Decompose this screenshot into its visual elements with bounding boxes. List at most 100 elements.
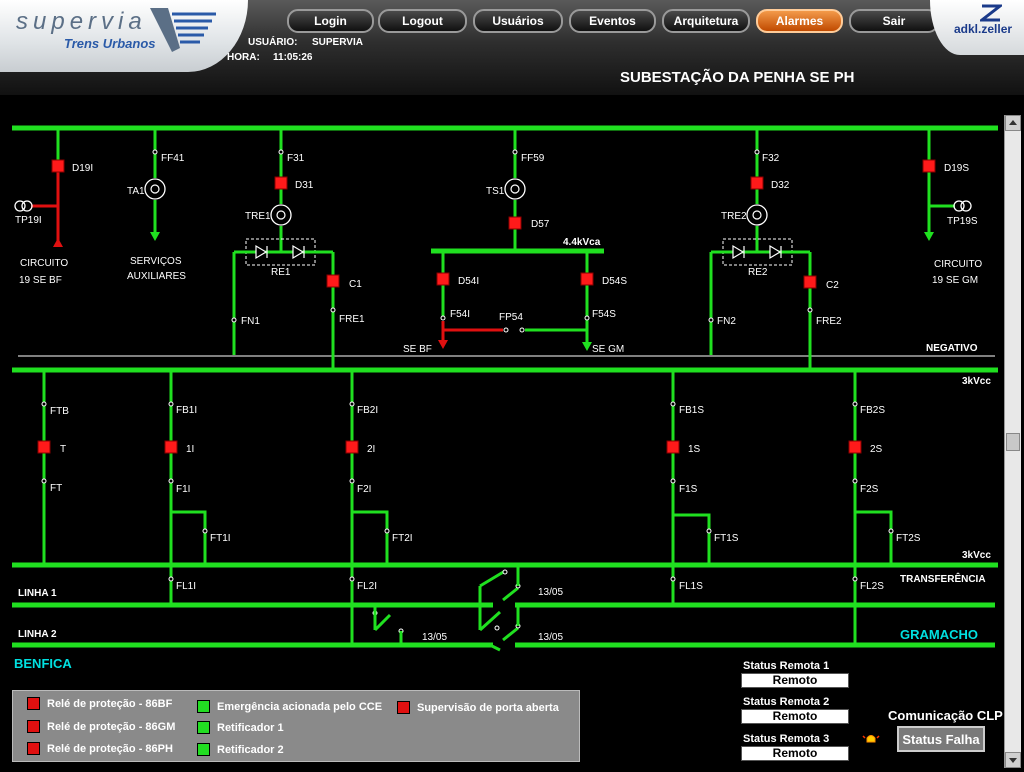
label-fl1s: FL1S: [679, 581, 703, 592]
f54s-switch[interactable]: [584, 315, 590, 321]
f1i-switch[interactable]: [168, 478, 174, 484]
f2i-switch[interactable]: [349, 478, 355, 484]
scroll-up-button[interactable]: [1005, 115, 1021, 131]
ff59-switch[interactable]: [512, 149, 518, 155]
scroll-down-button[interactable]: [1005, 752, 1021, 768]
legend-indicator-retificador-2: [197, 743, 210, 756]
label-d54i: D54I: [458, 276, 479, 287]
fb2s-switch[interactable]: [852, 401, 858, 407]
fl1s-switch[interactable]: [670, 576, 676, 582]
label-f31: F31: [287, 153, 305, 164]
fb1s-switch[interactable]: [670, 401, 676, 407]
fp54-switch-a[interactable]: [503, 327, 509, 333]
label-tp19s: TP19S: [947, 216, 978, 227]
ftb-switch[interactable]: [41, 401, 47, 407]
transformer-tp19s-icon: [953, 200, 972, 212]
nav-usuarios-button[interactable]: Usuários: [473, 9, 563, 33]
label-3kvcc-top: 3kVcc: [962, 376, 991, 387]
label-tre1: TRE1: [245, 211, 271, 222]
legend-indicator-86bf: [27, 697, 40, 710]
fl1i-switch[interactable]: [168, 576, 174, 582]
label-fl2i: FL2I: [357, 581, 377, 592]
legend-indicator-86ph: [27, 742, 40, 755]
scroll-thumb[interactable]: [1006, 433, 1020, 451]
switch-13-05-c[interactable]: [478, 605, 521, 652]
legend-item-86bf: Relé de proteção - 86BF: [27, 697, 172, 710]
breaker-d54s[interactable]: [580, 272, 594, 286]
breaker-d31[interactable]: [274, 176, 288, 190]
ft1i-switch[interactable]: [202, 528, 208, 534]
fn1-switch[interactable]: [231, 317, 237, 323]
breaker-d57[interactable]: [508, 216, 522, 230]
brand-subtitle: Trens Urbanos: [64, 36, 156, 51]
breaker-d19s[interactable]: [922, 159, 936, 173]
fre2-switch[interactable]: [807, 307, 813, 313]
nav-eventos-button[interactable]: Eventos: [569, 9, 656, 33]
breaker-2s[interactable]: [848, 440, 862, 454]
ft2i-switch[interactable]: [384, 528, 390, 534]
label-tre2: TRE2: [721, 211, 747, 222]
feeder-2s: FB2S 2S F2S FT2S FL2S: [848, 370, 921, 645]
breaker-1s[interactable]: [666, 440, 680, 454]
nav-login-button[interactable]: Login: [287, 9, 374, 33]
label-fb2i: FB2I: [357, 405, 378, 416]
f2s-switch[interactable]: [852, 478, 858, 484]
ft-switch[interactable]: [41, 478, 47, 484]
transformer-tre2-icon: [746, 204, 768, 226]
label-re2: RE2: [748, 267, 768, 278]
breaker-c1[interactable]: [326, 274, 340, 288]
ff41-switch[interactable]: [152, 149, 158, 155]
fb1i-switch[interactable]: [168, 401, 174, 407]
breaker-d54i[interactable]: [436, 272, 450, 286]
nav-sair-button[interactable]: Sair: [849, 9, 939, 33]
breaker-2i[interactable]: [345, 440, 359, 454]
legend-item-emergencia: Emergência acionada pelo CCE: [197, 700, 382, 713]
f54i-switch[interactable]: [440, 315, 446, 321]
nav-logout-button[interactable]: Logout: [378, 9, 467, 33]
breaker-1i[interactable]: [164, 440, 178, 454]
transformer-tp19i-icon: [14, 200, 33, 212]
f1s-switch[interactable]: [670, 478, 676, 484]
logo-panel: supervia Trens Urbanos: [0, 0, 248, 72]
label-gramacho: GRAMACHO: [900, 627, 978, 642]
ft2s-switch[interactable]: [888, 528, 894, 534]
ft1s-switch[interactable]: [706, 528, 712, 534]
label-c1: C1: [349, 279, 362, 290]
breaker-t[interactable]: [37, 440, 51, 454]
status-remota-2-value: Remoto: [741, 709, 849, 724]
label-circuito-right-2: 19 SE GM: [932, 275, 978, 286]
label-fb1i: FB1I: [176, 405, 197, 416]
scroll-up-arrow-icon: [1009, 120, 1017, 125]
transformer-tre1-icon: [270, 204, 292, 226]
switch-13-05-b[interactable]: [372, 605, 404, 645]
label-switch-3: 13/05: [538, 632, 563, 643]
fre1-switch[interactable]: [330, 307, 336, 313]
legend-label-86bf: Relé de proteção - 86BF: [47, 697, 173, 710]
label-switch-2: 13/05: [422, 632, 447, 643]
fp54-switch-b[interactable]: [519, 327, 525, 333]
fl2i-switch[interactable]: [349, 576, 355, 582]
brand-logo-text: supervia: [16, 8, 147, 35]
label-ftb: FTB: [50, 406, 69, 417]
breaker-d19i[interactable]: [51, 159, 65, 173]
nav-arquitetura-button[interactable]: Arquitetura: [662, 9, 750, 33]
f31-switch[interactable]: [278, 149, 284, 155]
vertical-scrollbar[interactable]: [1004, 115, 1021, 768]
breaker-c2[interactable]: [803, 275, 817, 289]
label-f2s: F2S: [860, 484, 879, 495]
ta1-arrow-down-icon: [150, 232, 160, 241]
label-negativo: NEGATIVO: [926, 343, 978, 354]
f32-switch[interactable]: [754, 149, 760, 155]
clp-status-button[interactable]: Status Falha: [897, 726, 985, 752]
legend-indicator-86gm: [27, 720, 40, 733]
status-remota-1-title: Status Remota 1: [743, 660, 830, 672]
label-fl1i: FL1I: [176, 581, 196, 592]
label-ta1: TA1: [127, 186, 145, 197]
fb2i-switch[interactable]: [349, 401, 355, 407]
nav-alarmes-button[interactable]: Alarmes: [756, 9, 843, 33]
breaker-d32[interactable]: [750, 176, 764, 190]
switch-13-05-a[interactable]: [478, 565, 521, 607]
fn2-switch[interactable]: [708, 317, 714, 323]
fl2s-switch[interactable]: [852, 576, 858, 582]
label-servicos: SERVIÇOS: [130, 256, 182, 267]
